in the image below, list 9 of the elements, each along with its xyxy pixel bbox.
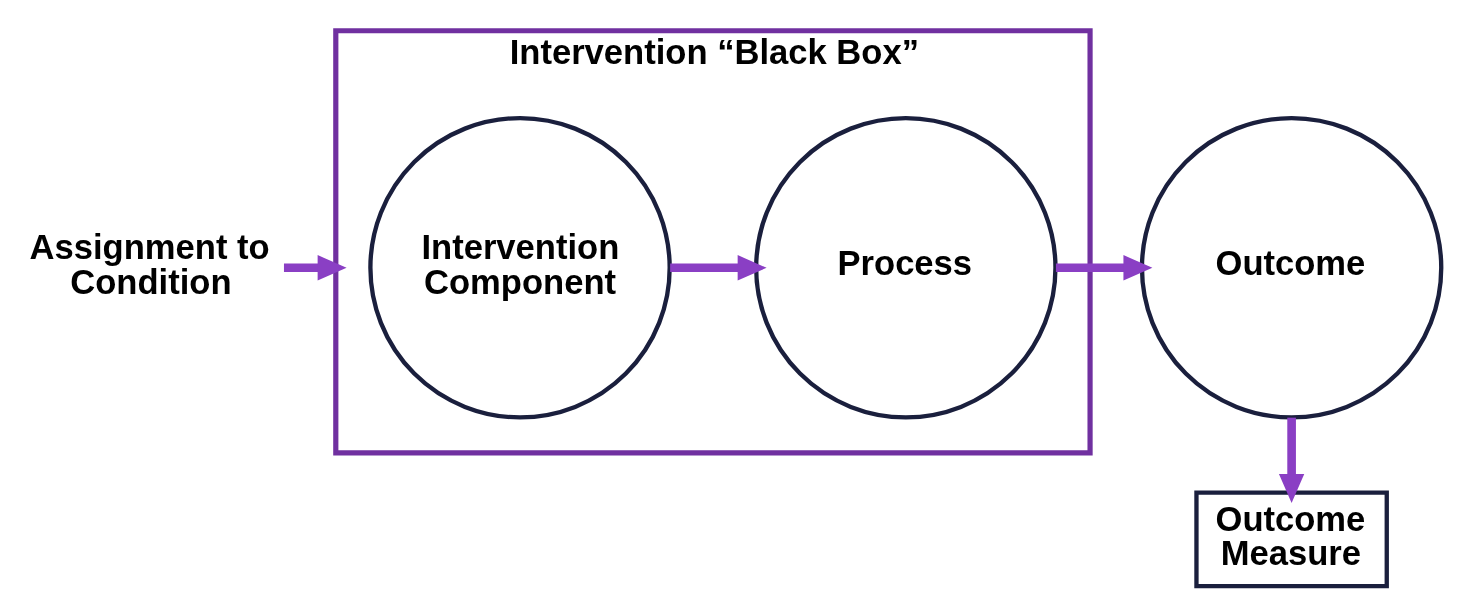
node-box: Outcome Measure <box>1194 490 1389 589</box>
node-circle: Intervention Component <box>368 115 672 420</box>
node-circle: Outcome <box>1139 115 1444 420</box>
node-text: Assignment to Condition <box>29 228 270 301</box>
node-circle: Process <box>754 115 1058 420</box>
arrow <box>670 255 767 281</box>
arrow <box>283 255 347 281</box>
arrow <box>1278 417 1305 503</box>
arrow <box>1055 255 1153 281</box>
